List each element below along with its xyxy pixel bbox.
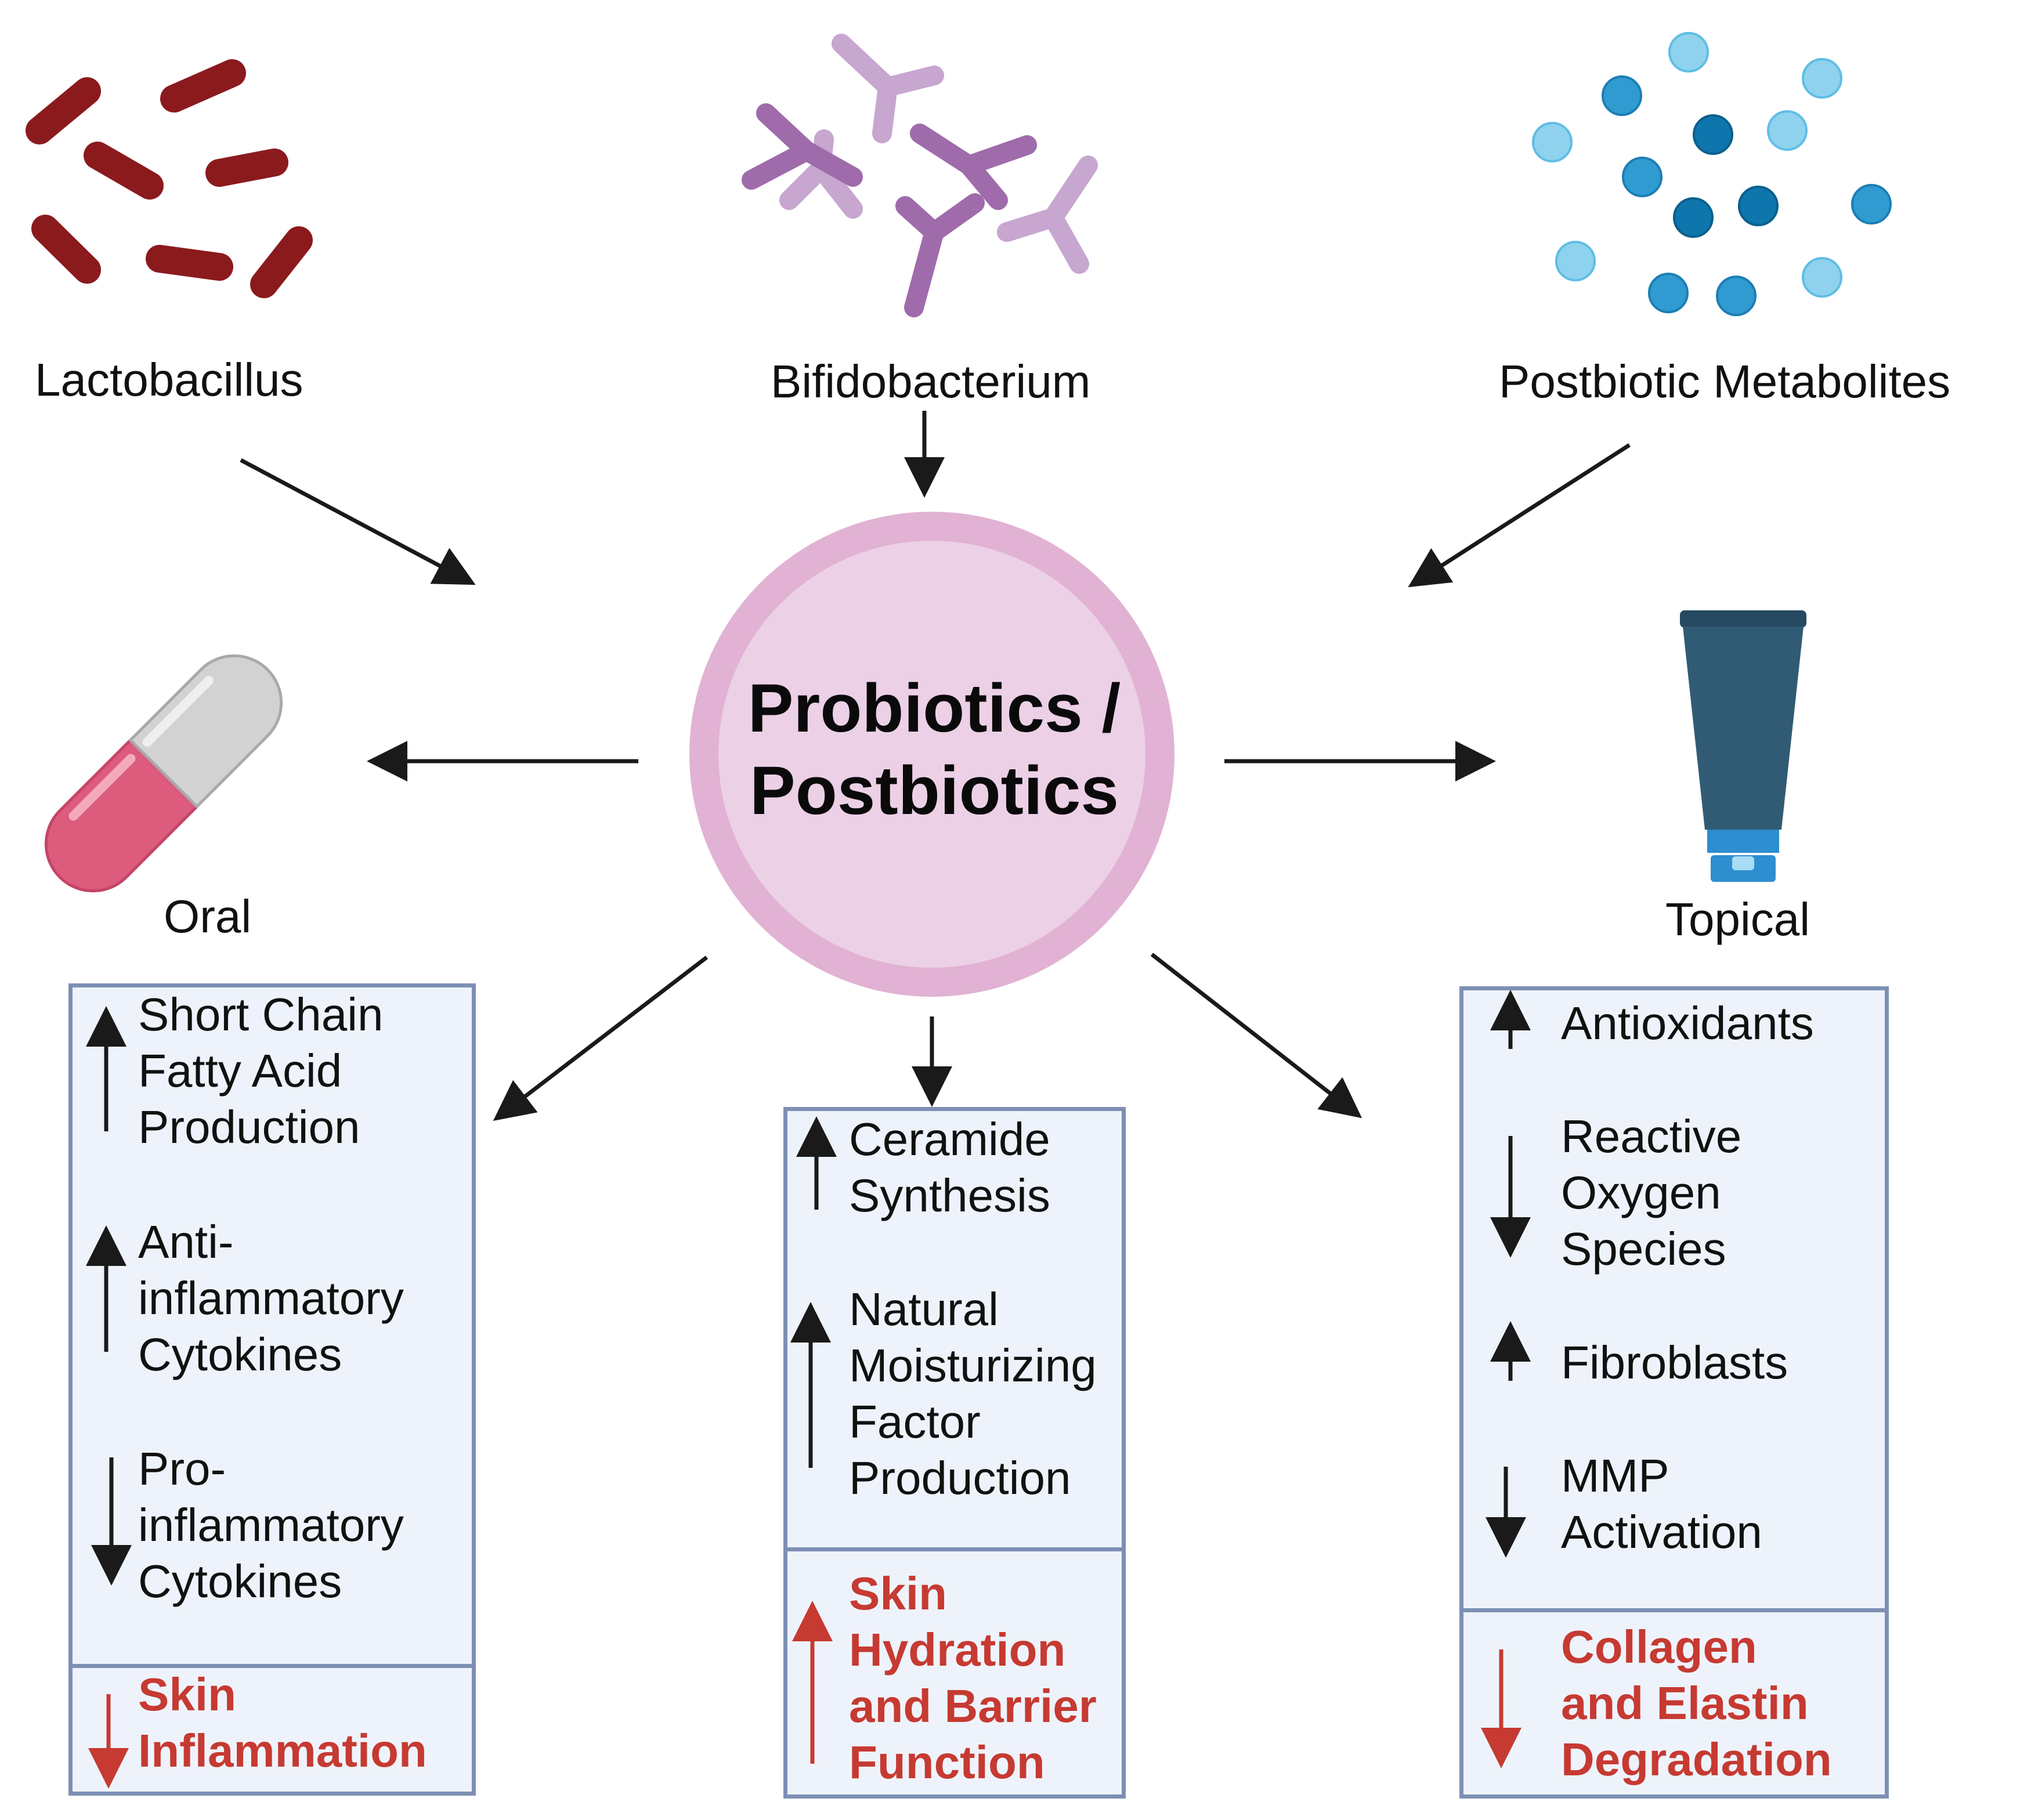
rod-bacteria-icon bbox=[26, 59, 313, 298]
ros-item: Reactive Oxygen Species bbox=[1561, 1110, 1742, 1275]
branched-bacteria-icon bbox=[742, 34, 1098, 317]
fibroblasts-item: Fibroblasts bbox=[1561, 1337, 1788, 1388]
scfa-production-item: Short Chain Fatty Acid Production bbox=[138, 989, 384, 1153]
nmf-production-item: Natural Moisturizing Factor Production bbox=[849, 1283, 1097, 1504]
anti-inflammatory-item: Anti- inflammatory Cytokines bbox=[138, 1216, 404, 1380]
bifidobacterium-label: Bifidobacterium bbox=[771, 356, 1091, 407]
oral-label: Oral bbox=[164, 891, 252, 942]
topical-label: Topical bbox=[1665, 893, 1810, 945]
ceramide-synthesis-item: Ceramide Synthesis bbox=[849, 1113, 1050, 1221]
center-title: Probiotics / Postbiotics bbox=[691, 667, 1178, 832]
center-circle bbox=[689, 512, 1174, 997]
postbiotic-metabolites-label: Postbiotic Metabolites bbox=[1499, 356, 1951, 407]
cream-tube-icon bbox=[1680, 610, 1806, 882]
barrier-effects-box bbox=[783, 1107, 1126, 1799]
mmp-activation-item: MMP Activation bbox=[1561, 1450, 1762, 1558]
antioxidants-item: Antioxidants bbox=[1561, 997, 1814, 1049]
topical-box-divider bbox=[1459, 1608, 1889, 1612]
lactobacillus-label: Lactobacillus bbox=[35, 354, 303, 406]
hydration-barrier-outcome: Skin Hydration and Barrier Function bbox=[849, 1568, 1097, 1788]
metabolite-dots-icon bbox=[1532, 32, 1892, 316]
topical-effects-box bbox=[1459, 986, 1889, 1799]
oral-effects-box bbox=[68, 983, 476, 1796]
center-title-line-2: Postbiotics bbox=[750, 752, 1119, 829]
skin-inflammation-outcome: Skin Inflammation bbox=[138, 1669, 427, 1776]
barrier-box-divider bbox=[783, 1547, 1126, 1551]
input-arrows bbox=[240, 411, 1631, 588]
center-title-line-1: Probiotics / bbox=[747, 670, 1121, 747]
output-arrows bbox=[367, 741, 1496, 1121]
pro-inflammatory-item: Pro- inflammatory Cytokines bbox=[138, 1443, 404, 1607]
oral-box-divider bbox=[68, 1664, 476, 1668]
collagen-elastin-outcome: Collagen and Elastin Degradation bbox=[1561, 1621, 1832, 1785]
capsule-icon bbox=[44, 654, 283, 893]
